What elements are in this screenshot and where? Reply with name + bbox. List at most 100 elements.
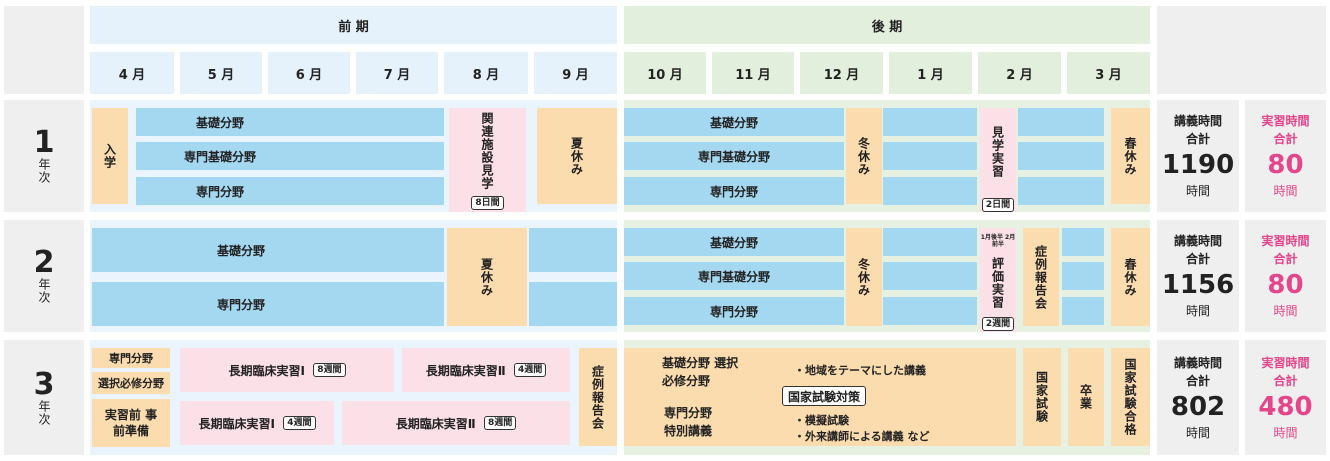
total-value: 480 xyxy=(1258,391,1313,422)
y2-lecture-total: 講義時間 合計 1156 時間 xyxy=(1157,220,1239,332)
total-unit: 時間 xyxy=(1273,184,1298,198)
tag-text: 2日間 xyxy=(981,198,1015,212)
total-unit: 時間 xyxy=(1273,304,1298,318)
year-1-label: 1 年次 xyxy=(4,100,84,212)
entrance-block: 入学 xyxy=(92,108,128,204)
year-suffix: 年次 xyxy=(37,278,51,304)
y2-sep-kiso-bar xyxy=(529,228,617,272)
mogi-note: ・模擬試験 xyxy=(794,414,849,427)
y2-b-senmon-kiso-bar: 専門基礎分野 xyxy=(624,262,844,290)
y1-b-senmon-bar: 専門分野 xyxy=(624,177,844,205)
bar-label: 専門分野 xyxy=(709,304,758,319)
y2-sep-senmon-bar xyxy=(529,282,617,326)
total-title: 実習時間 合計 xyxy=(1261,355,1310,388)
y1-practice-total: 実習時間 合計 80 時間 xyxy=(1245,100,1326,212)
front-period-header: 前 期 xyxy=(90,6,617,44)
total-value: 1156 xyxy=(1161,270,1235,300)
block-label: 関連施設見学 xyxy=(480,112,494,190)
year-3-label: 3 年次 xyxy=(4,340,84,455)
y2-spring-block: 春休み xyxy=(1111,228,1150,326)
total-unit: 時間 xyxy=(1185,425,1210,440)
y3-jizen-cell: 実習前 事前準備 xyxy=(92,399,170,447)
duration-tag: 2週間 xyxy=(980,317,1016,331)
y2-senmon-bar: 専門分野 xyxy=(92,282,444,326)
y2-shorei-block: 症例報告会 xyxy=(1023,228,1059,326)
month-jan: 1 月 xyxy=(889,52,972,94)
y1-winter-block: 冬休み xyxy=(846,108,882,204)
duration-tag: 2日間 xyxy=(980,198,1016,212)
duration-tag: 8週間 xyxy=(484,416,517,430)
bar-label: 専門分野 xyxy=(196,184,245,199)
block-label: 長期臨床実習Ⅰ xyxy=(198,416,275,431)
tag-text: 8日間 xyxy=(471,196,504,210)
kokushi-taisaku-box: 国家試験対策 xyxy=(782,386,866,406)
y1-summer-block: 夏休み xyxy=(537,108,617,204)
totals-header-cell xyxy=(1157,6,1326,94)
y2-jan-senmon-kiso-bar xyxy=(883,262,977,290)
month-jun: 6 月 xyxy=(268,52,350,94)
duration-tag: 8週間 xyxy=(313,363,346,377)
y2-practice-total: 実習時間 合計 80 時間 xyxy=(1245,220,1326,332)
y1-b-kiso-bar: 基礎分野 xyxy=(624,108,844,136)
year-suffix: 年次 xyxy=(37,158,51,184)
y3-lecture-block: 基礎分野 選択必修分野 ・地域をテーマにした講義 国家試験対策 専門分野 特別講… xyxy=(624,348,1016,446)
year-2-label: 2 年次 xyxy=(4,220,84,332)
year-number: 3 xyxy=(33,366,55,402)
block-label: 見学実習 xyxy=(990,126,1005,178)
year-suffix: 年次 xyxy=(37,399,51,426)
total-value: 802 xyxy=(1170,391,1226,422)
total-value: 80 xyxy=(1267,150,1304,180)
total-title: 実習時間 合計 xyxy=(1261,234,1310,266)
tag-text: 2週間 xyxy=(981,317,1015,331)
duration-tag: 8日間 xyxy=(449,196,526,210)
bar-label: 専門基礎分野 xyxy=(184,149,257,164)
y1-kanren-block: 関連施設見学 8日間 xyxy=(449,108,526,212)
block-label: 長期臨床実習Ⅱ xyxy=(425,363,506,378)
y3-choki1-top: 長期臨床実習Ⅰ 8週間 xyxy=(180,348,394,392)
y1-mar-kiso-bar xyxy=(1018,108,1104,136)
y1-lecture-total: 講義時間 合計 1190 時間 xyxy=(1157,100,1239,212)
y1-mar-senmon-kiso-bar xyxy=(1018,142,1104,170)
bar-label: 専門分野 xyxy=(217,297,266,312)
y2-hyoka-block: 1月後半 2月前半 評価実習 2週間 xyxy=(980,228,1016,332)
gairai-note: ・外来講師による講義 など xyxy=(794,430,930,443)
total-title: 講義時間 合計 xyxy=(1173,234,1222,266)
total-title: 講義時間 合計 xyxy=(1173,114,1222,146)
bar-label: 基礎分野 xyxy=(709,115,758,130)
block-label: 長期臨床実習Ⅱ xyxy=(395,416,476,431)
y3-choki2-top: 長期臨床実習Ⅱ 4週間 xyxy=(402,348,570,392)
chiiki-note: ・地域をテーマにした講義 xyxy=(794,364,926,377)
y2-mar-senmon-bar xyxy=(1062,297,1104,325)
y1-kengaku-block: 見学実習 2日間 xyxy=(980,108,1016,212)
y3-choki1-bot: 長期臨床実習Ⅰ 4週間 xyxy=(180,401,334,445)
period-note: 1月後半 2月前半 xyxy=(980,234,1016,248)
senmon-tokubetsu-label: 専門分野 特別講義 xyxy=(664,406,713,438)
total-value: 1190 xyxy=(1161,150,1235,180)
y2-mar-kiso-bar xyxy=(1062,228,1104,256)
back-period-header: 後 期 xyxy=(624,6,1150,44)
month-mar: 3 月 xyxy=(1067,52,1150,94)
total-unit: 時間 xyxy=(1185,304,1210,318)
total-title: 講義時間 合計 xyxy=(1173,355,1222,388)
month-apr: 4 月 xyxy=(90,52,174,94)
y2-jan-kiso-bar xyxy=(883,228,977,256)
duration-tag: 4週間 xyxy=(283,416,316,430)
y1-jan-senmon-bar xyxy=(883,177,977,205)
corner-cell xyxy=(4,6,84,94)
block-label: 評価実習 xyxy=(990,257,1005,309)
bar-label: 専門分野 xyxy=(709,184,758,199)
y1-senmon-bar: 専門分野 xyxy=(136,177,444,205)
y1-spring-block: 春休み xyxy=(1111,108,1150,204)
total-value: 80 xyxy=(1267,270,1304,300)
bar-label: 基礎分野 xyxy=(196,115,245,130)
y1-jan-senmon-kiso-bar xyxy=(883,142,977,170)
y3-choki2-bot: 長期臨床実習Ⅱ 8週間 xyxy=(342,401,570,445)
y3-sotsugyo-block: 卒業 xyxy=(1068,348,1104,446)
y3-senmon-cell: 専門分野 xyxy=(92,348,170,368)
y3-gokaku-block: 国家試験合格 xyxy=(1111,348,1150,446)
bar-label: 専門基礎分野 xyxy=(697,149,770,164)
total-title: 実習時間 合計 xyxy=(1261,114,1310,146)
month-nov: 11 月 xyxy=(712,52,794,94)
y2-b-kiso-bar: 基礎分野 xyxy=(624,228,844,256)
month-may: 5 月 xyxy=(180,52,262,94)
